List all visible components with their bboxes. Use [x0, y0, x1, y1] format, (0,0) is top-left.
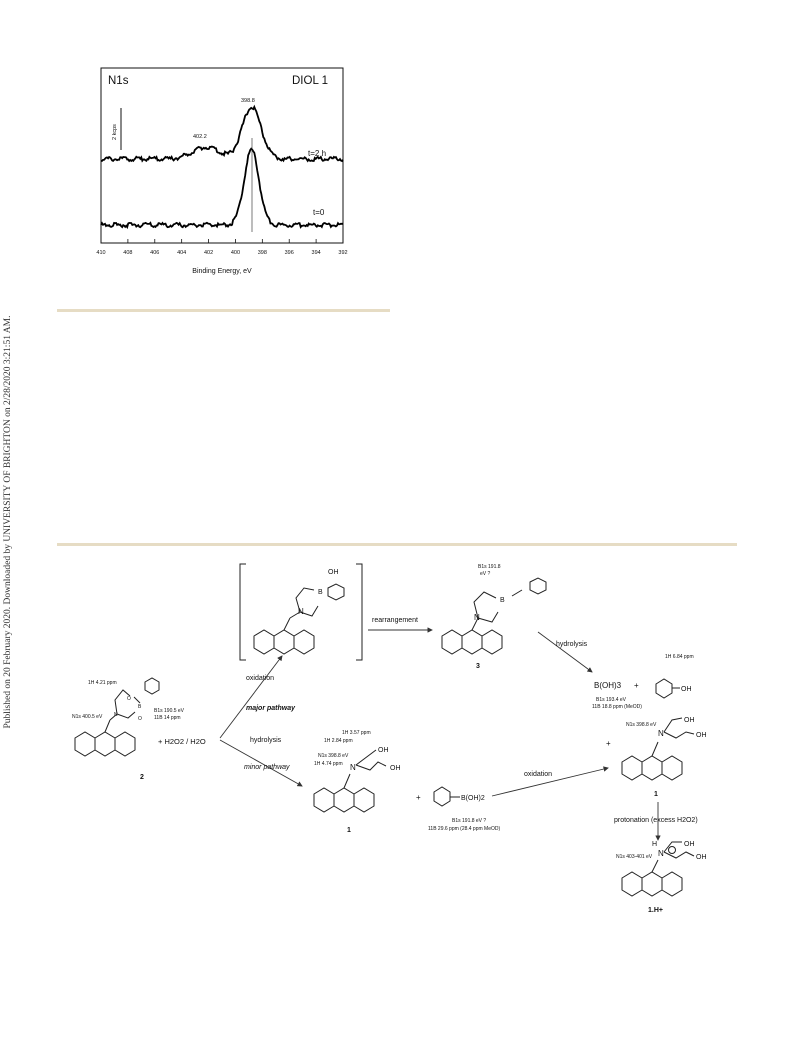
- int-atom-b: B: [318, 589, 323, 596]
- x-tick-label: 408: [123, 250, 132, 256]
- c1h-oh1: OH: [684, 841, 695, 848]
- xps-n1s-chart: N1s DIOL 1 2 kcps 398.8 402.2 t=2 h t=0 …: [96, 67, 348, 275]
- c1m-oh2: OH: [390, 765, 401, 772]
- boh3-label: B(OH)3: [594, 681, 622, 690]
- compound-1h-label: 1.H+: [648, 907, 663, 914]
- c2-b1s-label: B1s 190.5 eV: [154, 708, 185, 714]
- compound-3-label: 3: [476, 663, 480, 670]
- phb-b1s: B1s 191.8 eV ?: [452, 818, 486, 824]
- x-axis-ticks: 410 408 406 404 402 400 398 396 394 392: [96, 239, 348, 256]
- c2-n1s-label: N1s 400.5 eV: [72, 714, 103, 720]
- trace-t0: [100, 147, 344, 230]
- boh3-b11: 11B 18.8 ppm (MeOD): [592, 704, 642, 710]
- phb-label: B(OH)2: [461, 795, 485, 802]
- c2-atom-o1: O: [127, 696, 131, 702]
- x-tick-label: 394: [312, 250, 321, 256]
- trace-label-t2h: t=2 h: [308, 149, 326, 158]
- c1h-atom-h: H: [652, 841, 657, 848]
- compound-3-structure: [441, 577, 547, 655]
- c1m-atom-n: N: [350, 763, 356, 772]
- divider-scheme: [57, 543, 737, 546]
- c1h-oh2: OH: [696, 854, 707, 861]
- compound-1-mid-structure: [313, 749, 387, 813]
- label-rearrangement: rearrangement: [372, 617, 418, 624]
- int-oh: OH: [328, 569, 339, 576]
- arrow-oxidation-mid: [491, 766, 609, 797]
- c1m-h474: 1H 4.74 ppm: [314, 761, 343, 767]
- c1m-h357: 1H 3.57 ppm: [342, 730, 371, 736]
- compound-1-right-label: 1: [654, 791, 658, 798]
- download-stamp: Published on 20 February 2020. Downloade…: [3, 315, 13, 729]
- peak-label-398: 398.8: [241, 98, 255, 104]
- chart-frame: [100, 67, 344, 244]
- trace-t2h: [100, 104, 344, 163]
- boh3-b1s: B1s 193.4 eV: [596, 697, 627, 703]
- c1m-oh1: OH: [378, 747, 389, 754]
- c1r-n1s: N1s 398.8 eV: [626, 722, 657, 728]
- c1r-oh2: OH: [696, 732, 707, 739]
- c1r-oh1: OH: [684, 717, 695, 724]
- phenol-h: 1H 6.84 ppm: [665, 654, 694, 660]
- c1h-n1s: N1s 403-401 eV: [616, 854, 653, 860]
- panel-label-diol: DIOL 1: [292, 75, 328, 87]
- intermediate-structure: [239, 563, 363, 661]
- x-tick-label: 404: [177, 250, 186, 256]
- c3-atom-n: N: [474, 613, 480, 622]
- compound-1h-structure: [621, 841, 695, 897]
- c2-h-label: 1H 4.21 ppm: [88, 680, 117, 686]
- label-hydrolysis-mid: hydrolysis: [250, 737, 282, 744]
- reagent-label: + H2O2 / H2O: [158, 737, 206, 746]
- scale-bar-label: 2 kcps: [112, 124, 118, 140]
- int-atom-n: N: [298, 607, 304, 616]
- label-oxidation-mid: oxidation: [524, 771, 552, 778]
- x-tick-label: 400: [231, 250, 240, 256]
- label-minor-pathway: minor pathway: [244, 764, 290, 771]
- c3-atom-b: B: [500, 597, 505, 604]
- x-tick-label: 392: [338, 250, 347, 256]
- c3-ev: eV ?: [480, 571, 491, 577]
- arrow-hydrolysis-top: [537, 631, 593, 673]
- phb-b11: 11B 29.6 ppm (28.4 ppm MeOD): [428, 826, 500, 832]
- plus-sign-3: +: [606, 739, 611, 748]
- c2-atom-b: B: [138, 704, 142, 710]
- c1h-atom-n: N: [658, 849, 664, 858]
- compound-2-structure: N O B O 1H 4.21 ppm N1s 400.5 eV B1s 190…: [72, 677, 185, 757]
- x-tick-label: 406: [150, 250, 159, 256]
- c1m-n1s: N1s 398.8 eV: [318, 753, 349, 759]
- c1r-atom-n: N: [658, 729, 664, 738]
- x-axis-label: Binding Energy, eV: [192, 268, 252, 275]
- compound-1-mid-label: 1: [347, 827, 351, 834]
- plus-sign-2: +: [416, 793, 421, 802]
- phenol-ring: [655, 678, 673, 699]
- divider-top: [57, 309, 390, 312]
- c2-b11-label: 11B 14 ppm: [154, 715, 181, 721]
- label-major-pathway: major pathway: [246, 705, 296, 712]
- c3-b1s: B1s 191.8: [478, 564, 501, 570]
- plus-sign-1: +: [634, 681, 639, 690]
- c2-atom-o2: O: [138, 716, 142, 722]
- reaction-scheme: N O B O 1H 4.21 ppm N1s 400.5 eV B1s 190…: [72, 563, 707, 914]
- panel-label-n1s: N1s: [108, 75, 129, 87]
- peak-label-402: 402.2: [193, 134, 207, 140]
- phenol-oh: OH: [681, 686, 692, 693]
- arrow-oxidation-major: [219, 655, 283, 739]
- x-tick-label: 396: [285, 250, 294, 256]
- c1m-h284: 1H 2.84 ppm: [324, 738, 353, 744]
- x-tick-label: 402: [204, 250, 213, 256]
- label-protonation: protonation (excess H2O2): [614, 817, 698, 824]
- trace-label-t0: t=0: [313, 208, 325, 217]
- arrow-hydrolysis-minor: [219, 739, 303, 787]
- phenylboronic-ring: [433, 786, 451, 807]
- label-oxidation-top: oxidation: [246, 675, 274, 682]
- label-hydrolysis-top: hydrolysis: [556, 641, 588, 648]
- compound-1-right-structure: [621, 717, 695, 781]
- compound-2-label: 2: [140, 774, 144, 781]
- x-tick-label: 398: [258, 250, 267, 256]
- x-tick-label: 410: [96, 250, 105, 256]
- c2-atom-n: N: [114, 712, 118, 718]
